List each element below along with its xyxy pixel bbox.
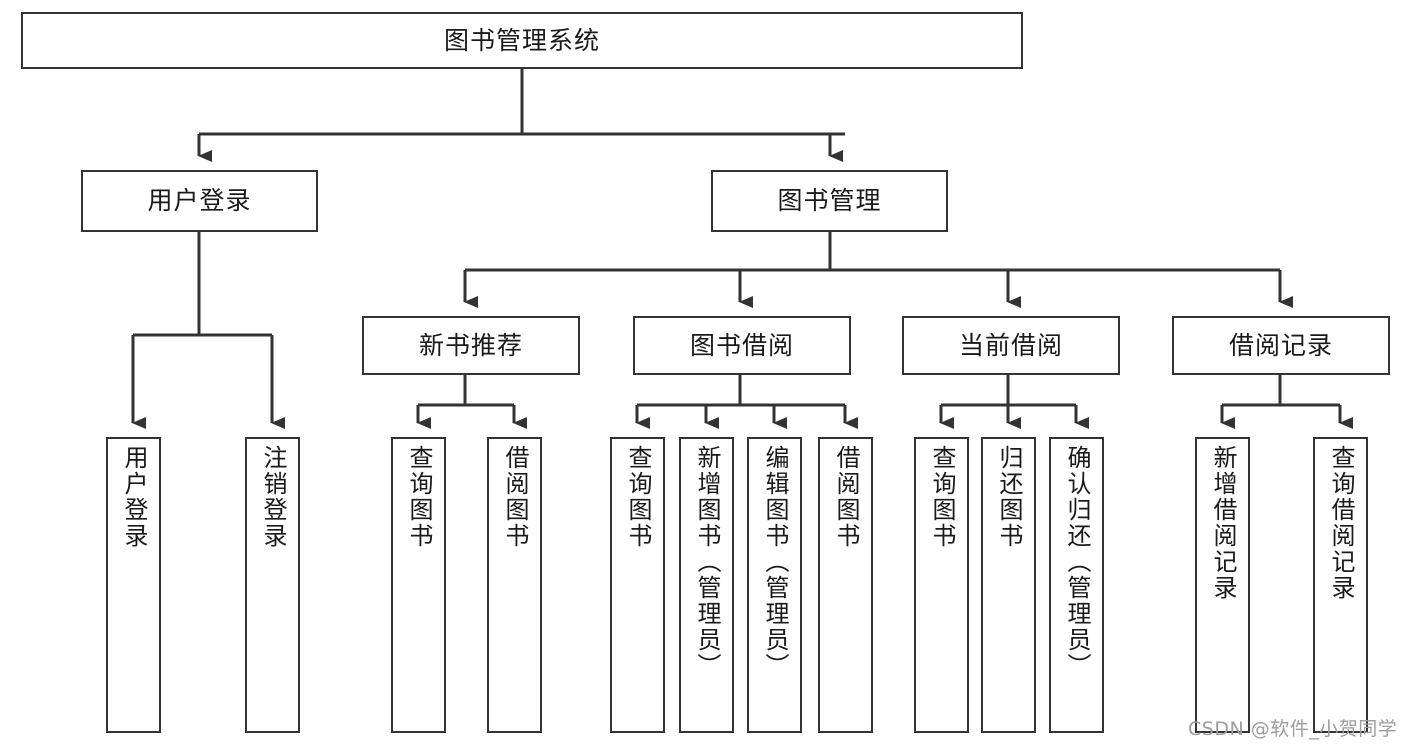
node-leaf-borrow-book-2-label: 借阅图书 [831, 445, 860, 549]
node-book-manage-label: 图书管理 [777, 186, 882, 216]
node-leaf-add-book[interactable]: 新增图书（管理员） [679, 437, 734, 733]
node-root-label: 图书管理系统 [443, 25, 600, 55]
node-current-borrow-label: 当前借阅 [958, 330, 1063, 360]
node-new-book-rec[interactable]: 新书推荐 [362, 316, 580, 375]
node-leaf-user-login[interactable]: 用户登录 [106, 437, 161, 733]
node-leaf-borrow-book-1[interactable]: 借阅图书 [487, 437, 542, 733]
node-user-login-label: 用户登录 [147, 186, 252, 216]
node-leaf-logout[interactable]: 注销登录 [245, 437, 300, 733]
node-leaf-query-record-label: 查询借阅记录 [1326, 445, 1355, 601]
node-leaf-add-book-label: 新增图书（管理员） [692, 445, 721, 679]
node-leaf-query-book-1-label: 查询图书 [404, 445, 433, 549]
node-leaf-query-book-2[interactable]: 查询图书 [610, 437, 665, 733]
node-current-borrow[interactable]: 当前借阅 [902, 316, 1120, 375]
node-leaf-query-book-3-label: 查询图书 [927, 445, 956, 549]
node-leaf-query-book-2-label: 查询图书 [623, 445, 652, 549]
node-leaf-return-book[interactable]: 归还图书 [981, 437, 1036, 733]
node-book-manage[interactable]: 图书管理 [711, 170, 948, 232]
node-user-login[interactable]: 用户登录 [81, 170, 318, 232]
node-leaf-confirm-return-label: 确认归还（管理员） [1062, 445, 1091, 679]
node-leaf-borrow-book-1-label: 借阅图书 [500, 445, 529, 549]
node-leaf-return-book-label: 归还图书 [994, 445, 1023, 549]
node-leaf-logout-label: 注销登录 [258, 445, 287, 549]
node-leaf-user-login-label: 用户登录 [119, 445, 148, 549]
node-borrow-record[interactable]: 借阅记录 [1172, 316, 1390, 375]
node-leaf-confirm-return[interactable]: 确认归还（管理员） [1049, 437, 1104, 733]
node-root[interactable]: 图书管理系统 [21, 12, 1023, 69]
node-leaf-add-record-label: 新增借阅记录 [1208, 445, 1237, 601]
node-leaf-query-record[interactable]: 查询借阅记录 [1313, 437, 1368, 733]
watermark-text: CSDN @软件_小贺同学 [1188, 718, 1398, 740]
node-leaf-edit-book-label: 编辑图书（管理员） [760, 445, 789, 679]
node-new-book-rec-label: 新书推荐 [418, 330, 523, 360]
node-leaf-borrow-book-2[interactable]: 借阅图书 [818, 437, 873, 733]
node-leaf-edit-book[interactable]: 编辑图书（管理员） [747, 437, 802, 733]
node-borrow-record-label: 借阅记录 [1228, 330, 1333, 360]
node-leaf-query-book-3[interactable]: 查询图书 [914, 437, 969, 733]
node-leaf-query-book-1[interactable]: 查询图书 [391, 437, 446, 733]
node-book-borrow[interactable]: 图书借阅 [633, 316, 851, 375]
node-leaf-add-record[interactable]: 新增借阅记录 [1195, 437, 1250, 733]
node-book-borrow-label: 图书借阅 [689, 330, 794, 360]
